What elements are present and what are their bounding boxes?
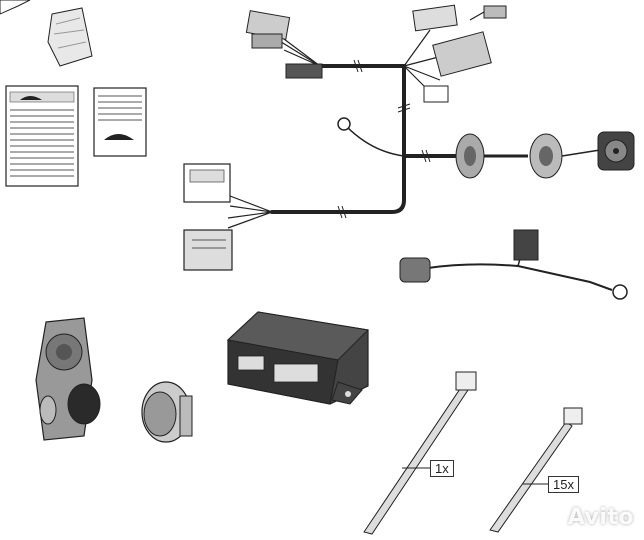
connector-pair-left <box>183 163 273 271</box>
cable-grommets <box>455 133 601 179</box>
socket-adapter-ring <box>141 381 193 443</box>
control-module-icon <box>226 311 370 405</box>
connector-cluster-right <box>403 4 507 103</box>
connector-cluster-left <box>245 10 323 79</box>
ground-ring-terminal <box>337 117 405 157</box>
cable-tie-large-icon <box>363 371 477 535</box>
instruction-sheet-large <box>5 85 79 187</box>
plastic-bag-icon <box>47 7 93 67</box>
cable-tie-small-icon <box>489 407 583 533</box>
tie-small-qty-label: 15x <box>548 476 579 493</box>
corner-fragment <box>0 0 31 15</box>
avito-watermark: Avito <box>567 505 634 530</box>
socket-plug-icon <box>597 131 635 171</box>
small-harness <box>399 229 628 300</box>
trailer-socket-icon <box>35 317 101 441</box>
cable-break-marks <box>337 59 431 219</box>
harness-trunk <box>270 64 462 214</box>
tie-large-qty-label: 1x <box>430 460 454 477</box>
instruction-sheet-small <box>93 87 147 157</box>
